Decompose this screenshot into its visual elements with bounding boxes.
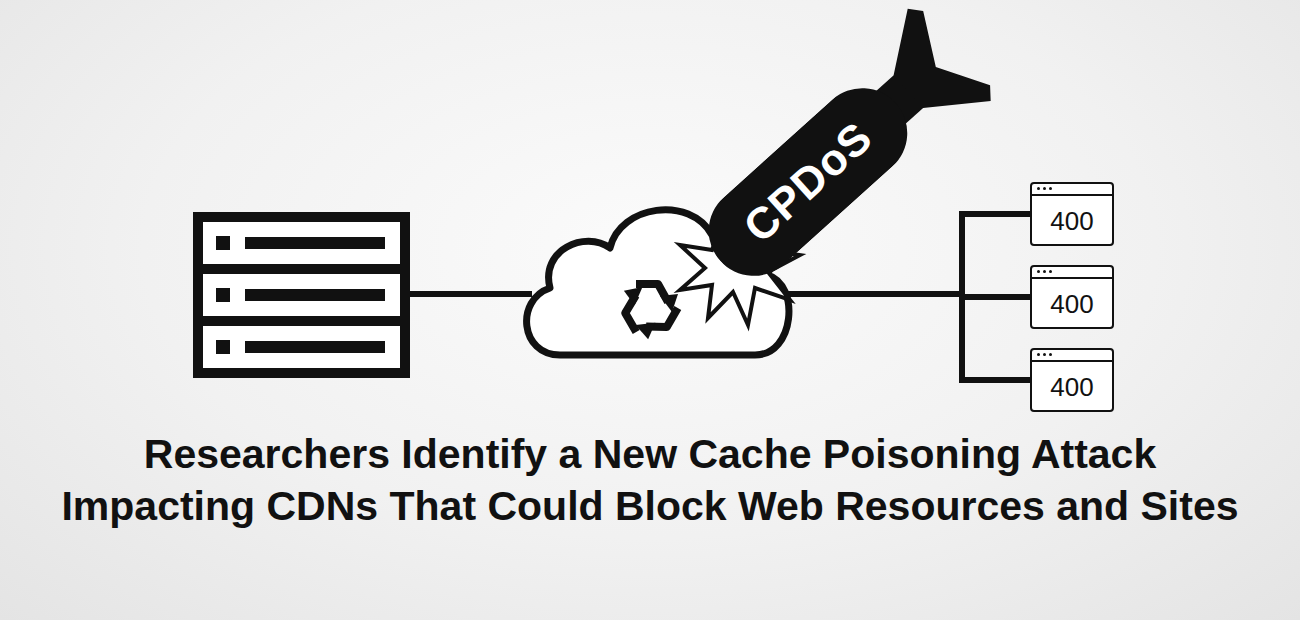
status-code: 400: [1050, 206, 1093, 236]
diagram-title: Researchers Identify a New Cache Poisoni…: [20, 428, 1280, 532]
bomb-capsule: [690, 70, 926, 295]
window-dot: [1049, 353, 1052, 356]
window-dot: [1043, 353, 1046, 356]
server-icon: [193, 212, 410, 378]
status-code: 400: [1050, 372, 1093, 402]
window-dot: [1043, 270, 1046, 273]
window-titlebar: [1032, 184, 1112, 196]
window-dot: [1037, 353, 1040, 356]
window-titlebar: [1032, 267, 1112, 279]
window-dot: [1037, 270, 1040, 273]
window-titlebar: [1032, 350, 1112, 362]
browser-window: 400: [1030, 265, 1114, 329]
window-dot: [1037, 187, 1040, 190]
recycle-symbol: [615, 282, 678, 344]
window-dot: [1043, 187, 1046, 190]
bomb-shape: CPDoS: [690, 70, 926, 295]
window-dot: [1049, 270, 1052, 273]
window-dot: [1049, 187, 1052, 190]
browser-window: 400: [1030, 348, 1114, 412]
browser-window: 400: [1030, 182, 1114, 246]
status-code: 400: [1050, 289, 1093, 319]
